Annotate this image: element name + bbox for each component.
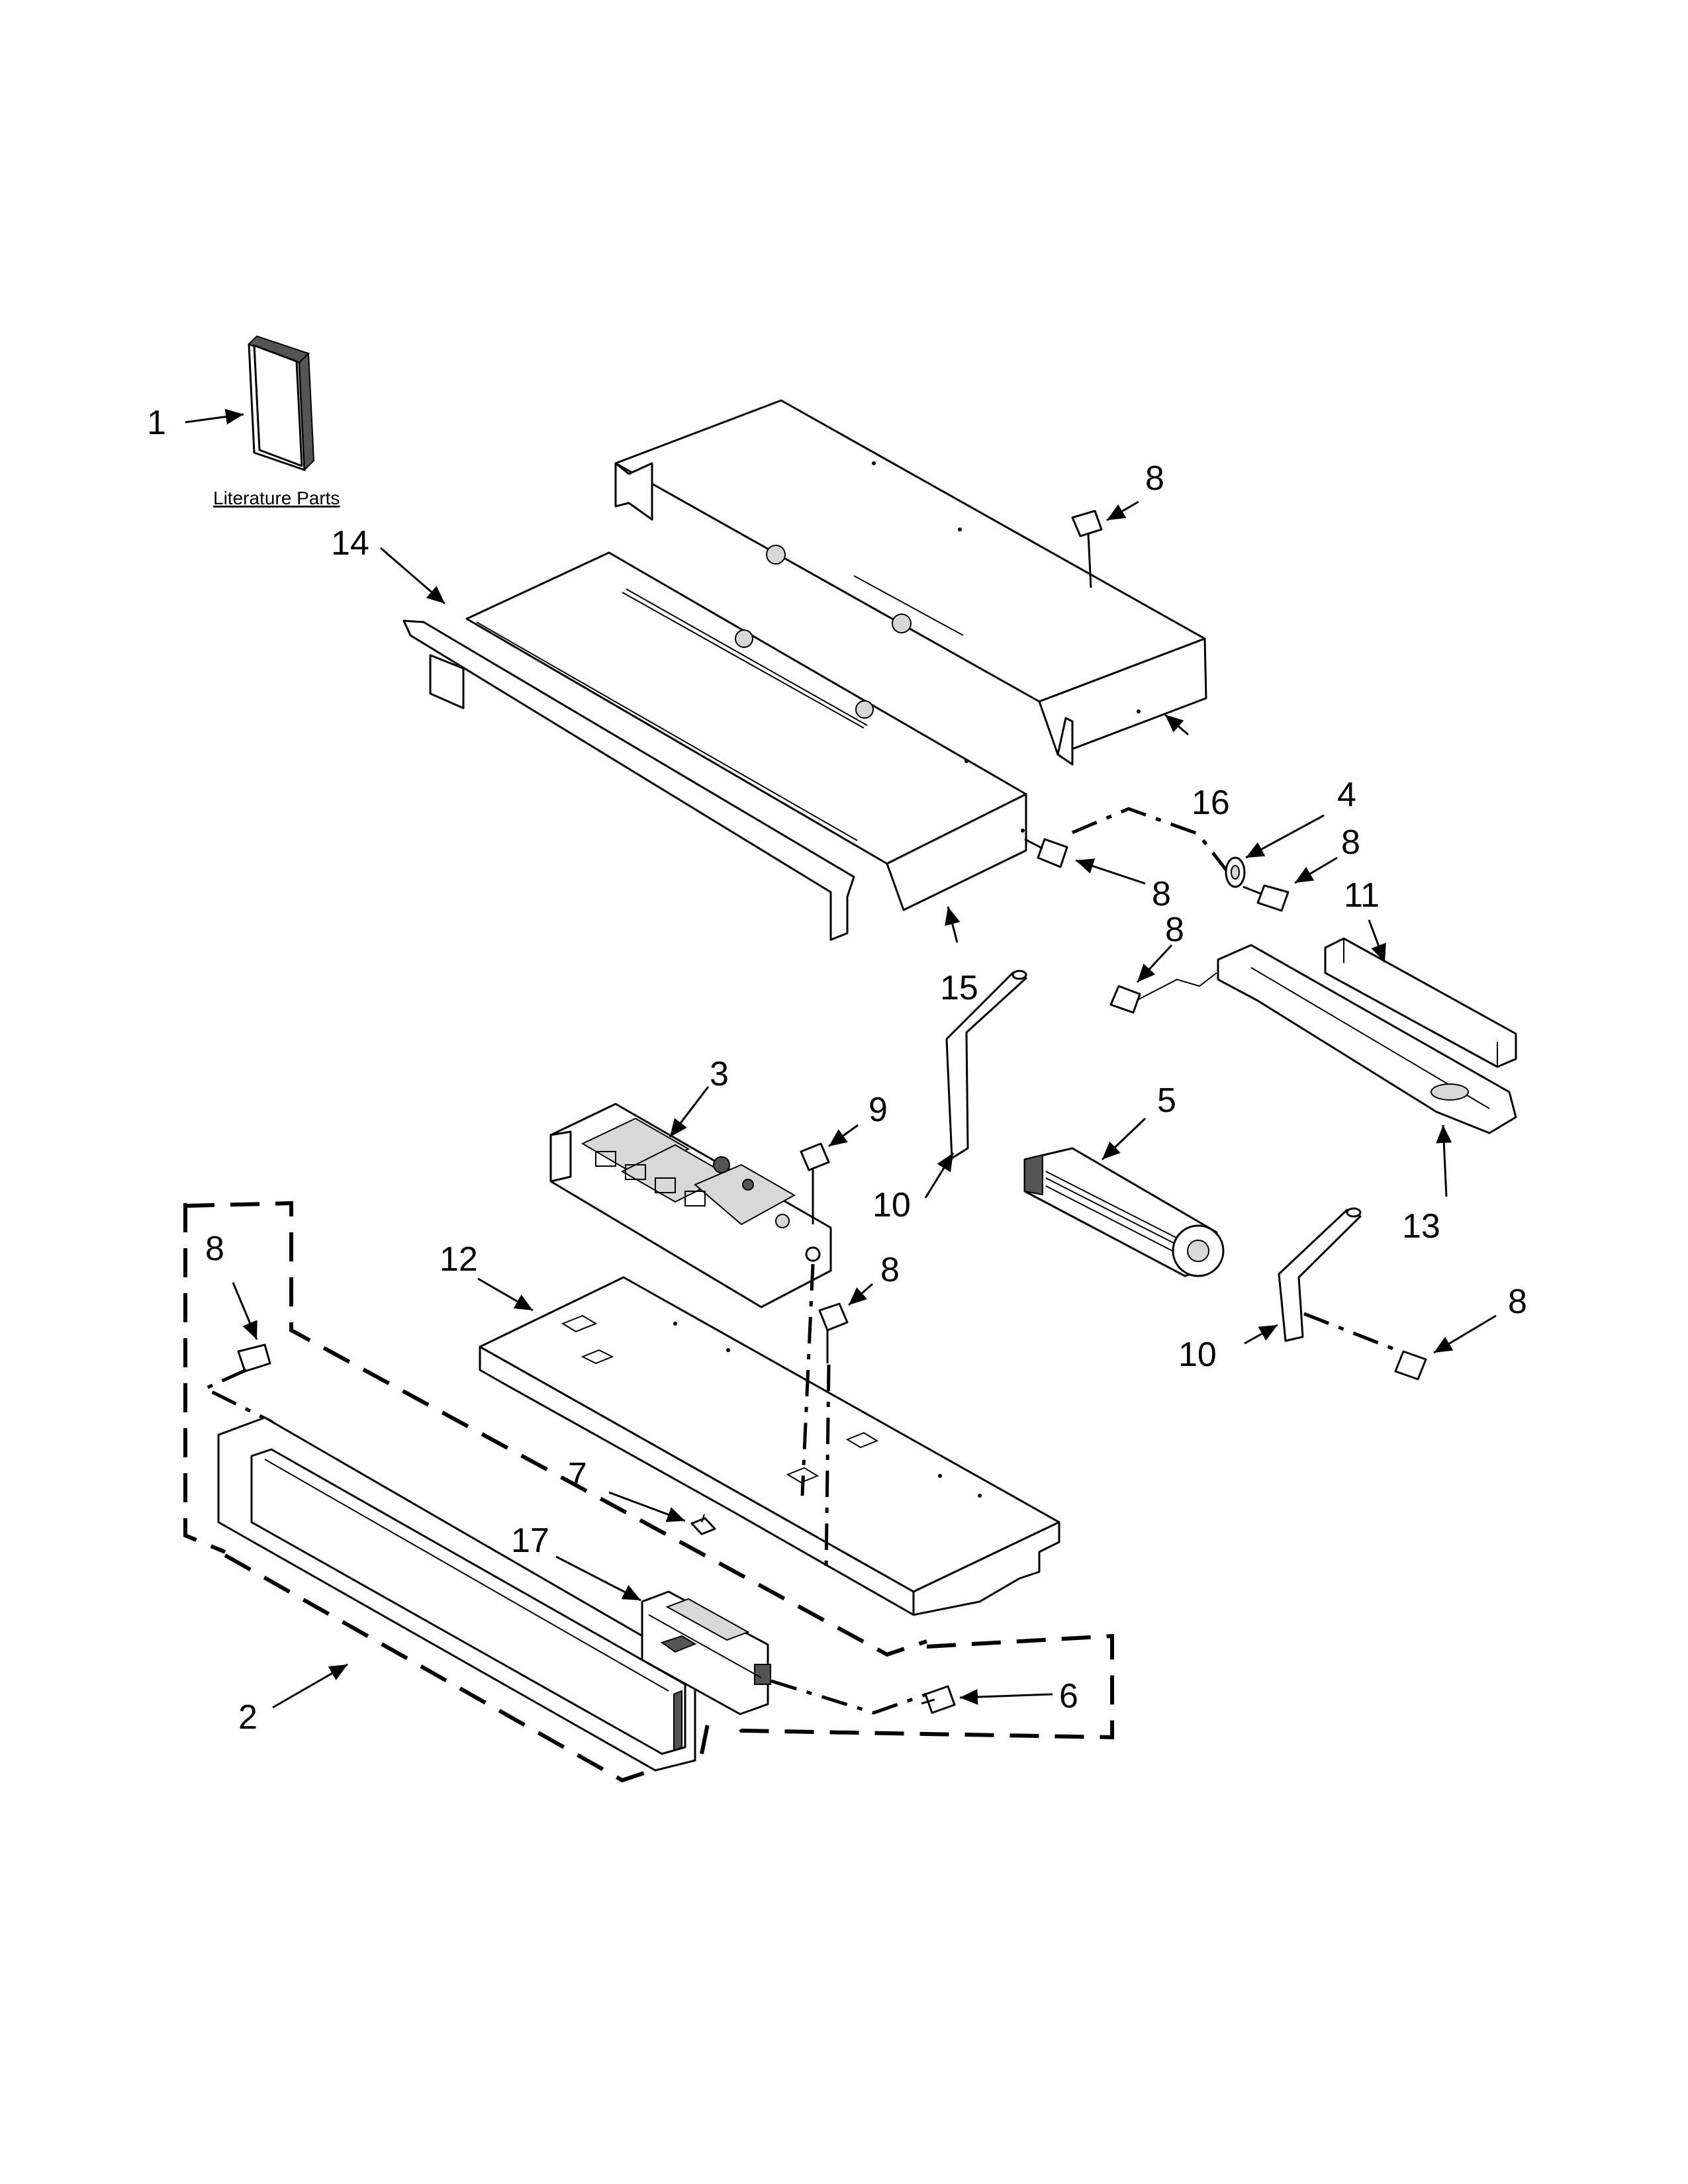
callout-15: 15	[940, 969, 978, 1007]
callout-6: 6	[1059, 1677, 1078, 1715]
callout-17: 17	[511, 1522, 549, 1560]
literature-caption: Literature Parts	[213, 488, 340, 508]
literature-booklet	[248, 335, 315, 472]
callout-1: 1	[147, 404, 166, 442]
fan-mount-bracket	[1217, 944, 1517, 1134]
screw-8-center	[818, 1302, 849, 1363]
callout-3: 3	[710, 1055, 729, 1093]
boundary-top	[185, 1201, 927, 1657]
callout-5: 5	[1157, 1081, 1176, 1120]
washer	[1225, 856, 1246, 888]
callout-8-center: 8	[880, 1251, 900, 1289]
callout-7: 7	[568, 1456, 587, 1494]
callout-12: 12	[440, 1240, 478, 1279]
callout-11: 11	[1344, 876, 1380, 915]
callout-8-right-lower: 8	[1508, 1283, 1527, 1321]
boundary-left	[183, 1203, 226, 1554]
callout-8-bracket: 8	[1165, 911, 1184, 949]
leader-1	[185, 408, 244, 425]
alignment-line-9	[800, 1263, 815, 1496]
boundary-corner	[700, 1720, 710, 1754]
cross-flow-blower	[1023, 1147, 1225, 1277]
alignment-line-washer	[1072, 807, 1229, 874]
callout-2: 2	[238, 1698, 258, 1737]
control-panel-trim	[217, 1416, 696, 1772]
callout-9: 9	[868, 1091, 888, 1129]
callout-13: 13	[1402, 1207, 1440, 1246]
mounting-tray	[479, 1276, 1060, 1616]
callout-16: 16	[1192, 784, 1230, 822]
boundary-right-box	[733, 1633, 1114, 1740]
control-housing-panel	[402, 551, 1027, 941]
screw-8-right-lower	[1394, 1350, 1427, 1381]
callout-10-right: 10	[1178, 1336, 1217, 1374]
callout-4: 4	[1337, 776, 1356, 814]
callout-8-right-upper: 8	[1341, 823, 1360, 862]
callout-8-left: 8	[205, 1230, 224, 1268]
screw-8-left	[237, 1343, 271, 1373]
screw-9	[800, 1142, 830, 1262]
callout-14: 14	[331, 524, 369, 563]
screw-8-housing	[1024, 838, 1068, 868]
user-interface-board	[641, 1590, 771, 1715]
screw-8-top	[1071, 510, 1103, 588]
bracket-arm-left	[945, 970, 1027, 1160]
callout-10-left: 10	[872, 1186, 911, 1224]
callout-8-mid: 8	[1152, 875, 1171, 913]
insulation-strip	[1324, 937, 1517, 1068]
bracket-arm-right	[1278, 1207, 1362, 1342]
screw-8-right-upper	[1243, 884, 1289, 912]
screw-8-bracket	[1109, 972, 1217, 1014]
retaining-clip	[690, 1514, 716, 1535]
alignment-line-8	[824, 1364, 831, 1569]
rear-cover-panel	[614, 399, 1207, 766]
screw-6	[921, 1685, 956, 1714]
relay-board	[549, 1103, 832, 1308]
callout-8-top: 8	[1145, 459, 1164, 498]
